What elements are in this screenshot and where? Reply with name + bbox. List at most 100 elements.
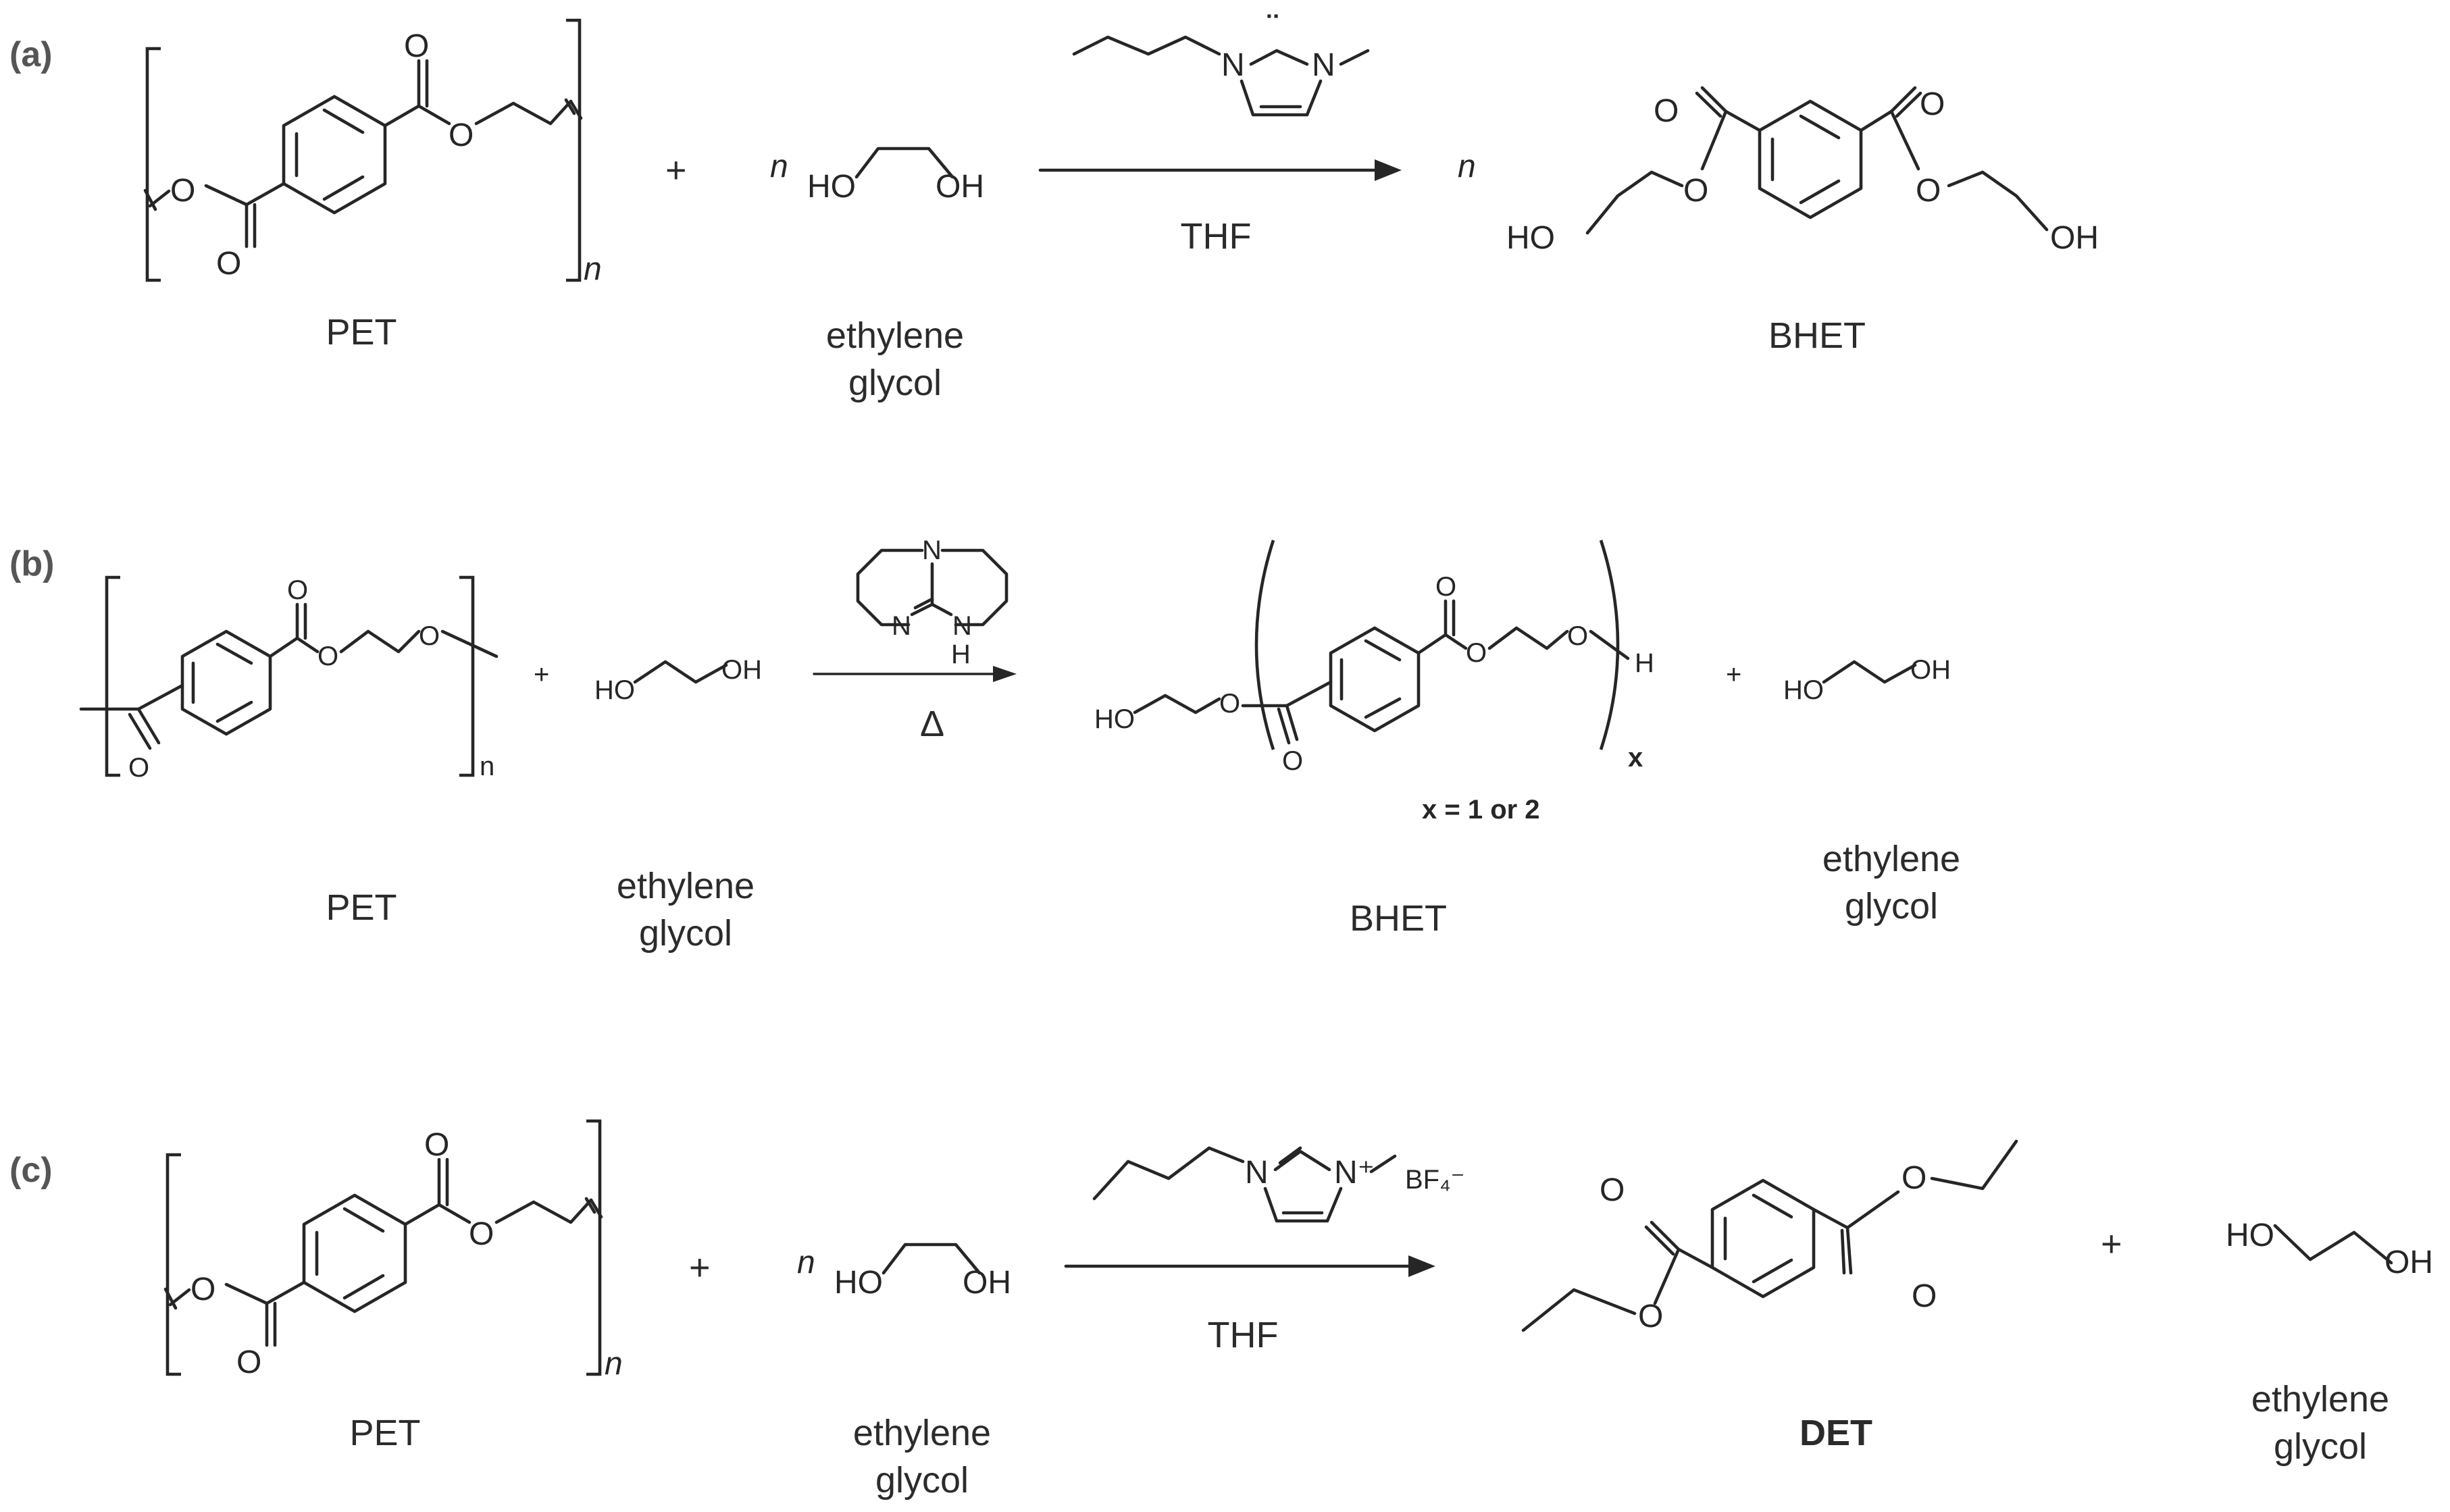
bhet-b-o1: O [1219, 689, 1240, 719]
panel-a-glycol-line1: ethylene [826, 315, 964, 356]
panel-b: (b) n O O O O PET + HO OH ethylene [9, 536, 1960, 954]
panel-b-condition: Δ [920, 704, 944, 744]
panel-a-pet-label: PET [326, 312, 397, 353]
bhet-a-o3: O [1920, 86, 1945, 122]
panel-c-condition: THF [1208, 1315, 1279, 1355]
glycol-b-ho: HO [594, 675, 635, 705]
pet-a-o3: O [216, 246, 241, 282]
glycol-c-ho: HO [834, 1265, 883, 1301]
carbene-n1: N [1221, 47, 1245, 83]
pet-a-o1: O [404, 28, 429, 64]
panel-c-glycol-structure: n HO OH [797, 1243, 1011, 1301]
carbene-n2: N [1312, 47, 1335, 83]
panel-c-tag: (c) [9, 1151, 53, 1190]
imid-bf4: BF₄⁻ [1405, 1165, 1465, 1195]
pet-c-n: n [605, 1346, 623, 1382]
panel-b-pet-structure: n O O O O [79, 575, 499, 783]
glycol-a-n: n [770, 149, 788, 184]
tbd-h: H [951, 640, 971, 669]
carbene-dots: ¨ [1267, 9, 1278, 45]
glycol-c2-oh: OH [2384, 1245, 2433, 1280]
panel-b-glycol-structure: HO OH [594, 655, 762, 705]
panel-c-byproduct-glycol: HO OH [2226, 1218, 2433, 1280]
pet-c-o1: O [424, 1127, 449, 1163]
pet-c-o2: O [469, 1216, 494, 1252]
panel-b-plus: + [534, 660, 549, 689]
panel-c-glycol-line2: glycol [875, 1460, 969, 1501]
det-o4: O [1902, 1160, 1926, 1196]
det-o2: O [1638, 1299, 1663, 1334]
panel-b-byproduct-line1: ethylene [1822, 839, 1960, 879]
bhet-b-o5: O [1567, 621, 1588, 651]
pet-b-o4: O [419, 621, 440, 651]
pet-b-o2: O [287, 575, 308, 605]
pet-b-n: n [480, 752, 494, 781]
pet-a-o4: O [170, 173, 195, 209]
panel-a: (a) n O O O O PET + n HO [9, 9, 2099, 403]
glycol-a-ho: HO [807, 169, 856, 205]
panel-b-pet-label: PET [326, 887, 397, 928]
det-o1: O [1600, 1172, 1625, 1208]
pet-a-n: n [584, 251, 602, 287]
panel-a-glycol-line2: glycol [848, 363, 942, 403]
glycol-b2-oh: OH [1910, 655, 1951, 685]
panel-c-plus: + [689, 1247, 711, 1288]
panel-b-bhet-label: BHET [1350, 898, 1447, 939]
panel-c-det-label: DET [1800, 1413, 1872, 1453]
panel-b-tbd-catalyst: N N N H [856, 536, 1009, 669]
panel-b-tag: (b) [9, 544, 54, 583]
glycol-c-n: n [797, 1245, 815, 1280]
bhet-a-ho: HO [1506, 220, 1555, 256]
pet-a-o2: O [449, 118, 474, 153]
bhet-b-o4: O [1466, 638, 1487, 668]
glycol-c2-ho: HO [2226, 1218, 2274, 1253]
panel-b-byproduct-glycol: HO OH [1783, 655, 1951, 705]
glycol-b-oh: OH [721, 655, 762, 685]
panel-c-pet-structure: n O O O O [163, 1119, 623, 1382]
bhet-b-o2: O [1282, 746, 1303, 776]
tbd-n2: N [892, 611, 911, 641]
bhet-b-h: H [1635, 648, 1654, 678]
bhet-b-o3: O [1435, 572, 1456, 602]
pet-b-o1: O [128, 753, 149, 783]
panel-a-bhet-label: BHET [1768, 315, 1866, 356]
panel-a-condition: THF [1181, 216, 1252, 257]
panel-a-carbene-catalyst: N N ¨ [1072, 9, 1370, 117]
panel-a-pet-structure: n O O O O [143, 18, 602, 287]
glycol-b2-ho: HO [1783, 675, 1824, 705]
panel-c-plus-2: + [2101, 1224, 2122, 1264]
tbd-n1: N [922, 536, 942, 565]
det-o3: O [1912, 1278, 1937, 1314]
imid-n1: N [1245, 1155, 1269, 1191]
panel-c-glycol-line1: ethylene [853, 1413, 991, 1453]
panel-a-bhet-structure: n O O HO O O OH [1458, 86, 2099, 256]
bhet-a-o4: O [1916, 173, 1941, 209]
panel-c-pet-label: PET [349, 1413, 420, 1453]
bhet-a-o1: O [1654, 93, 1679, 129]
panel-b-glycol-line1: ethylene [617, 866, 755, 906]
panel-c-det-structure: O O O O [1521, 1139, 2018, 1334]
glycol-c-oh: OH [963, 1265, 1011, 1301]
panel-c: (c) n O O O O PET + n HO OH ethyl [9, 1119, 2433, 1501]
panel-c-byproduct-line1: ethylene [2251, 1379, 2389, 1419]
bhet-b-x: x [1628, 743, 1643, 773]
tbd-n3: N [952, 611, 972, 641]
panel-a-glycol-structure: n HO OH [770, 147, 984, 205]
pet-b-o3: O [317, 642, 338, 671]
pet-c-o3: O [236, 1345, 261, 1380]
panel-b-bhet-structure: HO O O O O O H x [1094, 540, 1654, 776]
panel-b-glycol-line2: glycol [639, 913, 732, 954]
bhet-a-o2: O [1683, 173, 1708, 209]
imid-n2: N⁺ [1334, 1155, 1375, 1191]
pet-c-o4: O [190, 1272, 215, 1307]
panel-b-note: x = 1 or 2 [1422, 795, 1540, 825]
bhet-a-oh: OH [2050, 220, 2099, 256]
panel-a-plus: + [665, 150, 687, 190]
bhet-b-ho: HO [1094, 704, 1135, 734]
panel-c-imidazolium-catalyst: N N⁺ BF₄⁻ [1092, 1146, 1465, 1223]
glycol-a-oh: OH [936, 169, 984, 205]
panel-c-byproduct-line2: glycol [2274, 1426, 2367, 1467]
panel-b-byproduct-line2: glycol [1845, 886, 1938, 927]
panel-b-plus-2: + [1726, 660, 1741, 689]
